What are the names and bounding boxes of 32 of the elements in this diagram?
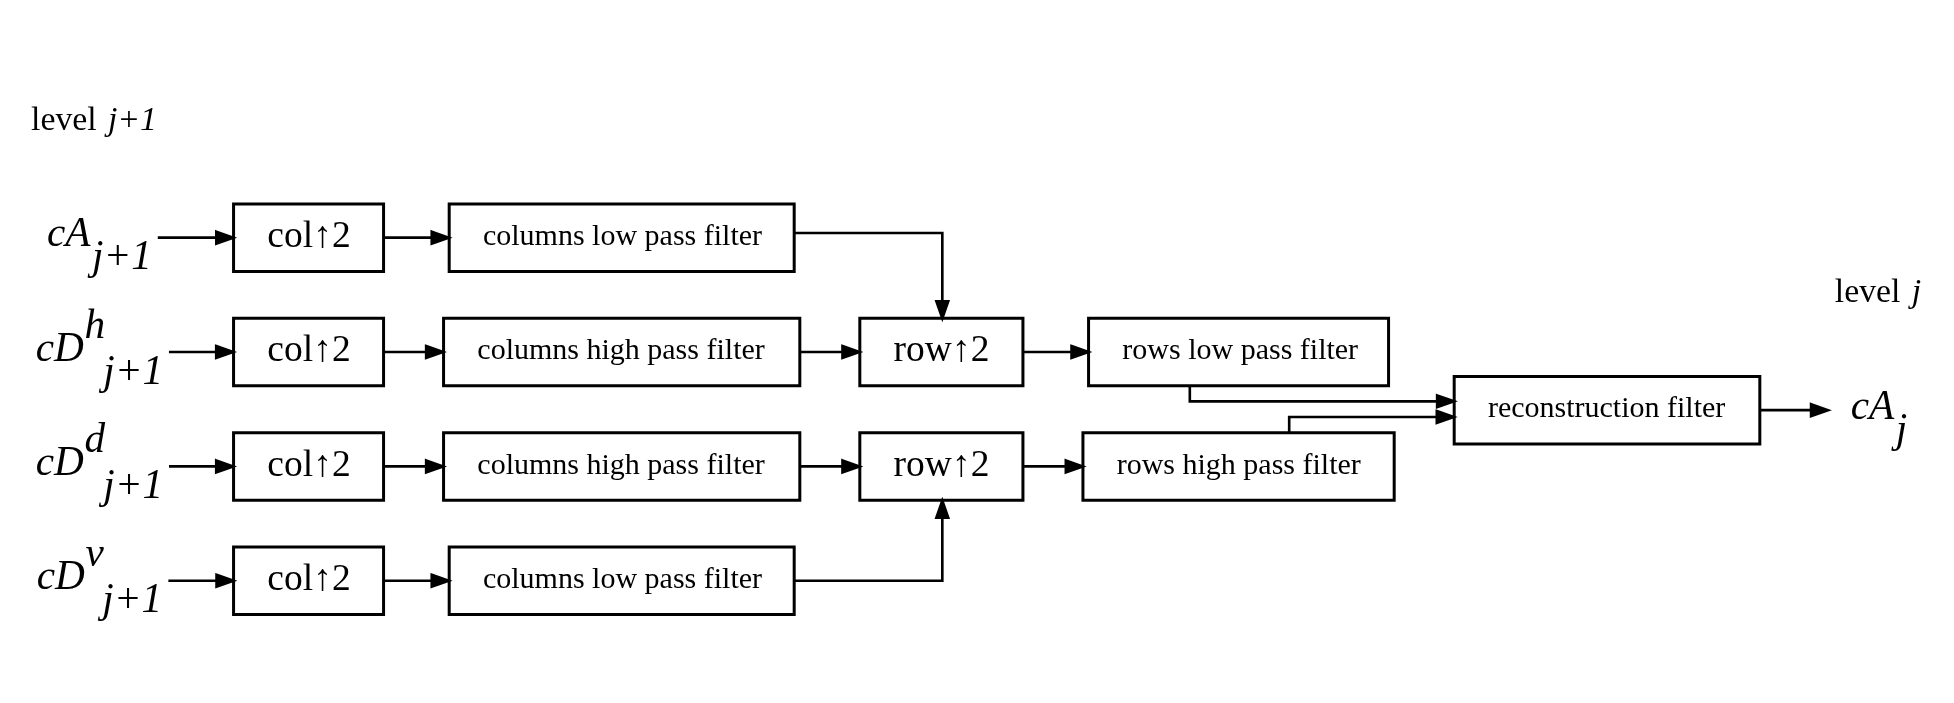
node-box: row↑2 [858,316,1025,387]
node-box: rows high pass filter [1081,430,1396,502]
node-box: col↑2 [232,545,386,616]
arrow [1023,458,1087,474]
node-box: row↑2 [858,430,1025,502]
label: level j+1 [31,99,157,137]
arrow [168,458,238,474]
arrow [800,458,864,474]
label: level j [1834,271,1922,309]
arrow [383,343,447,360]
node-box: reconstruction filter [1452,374,1762,445]
arrow [168,572,238,588]
arrow [1188,385,1458,409]
node-box: col↑2 [232,430,386,502]
arrow [794,231,951,322]
arrow [794,496,951,582]
node-box: columns high pass filter [442,316,802,387]
arrow [383,229,453,245]
arrow [800,343,864,360]
arrow [1287,408,1458,433]
arrow [168,343,238,360]
node-box: col↑2 [232,201,386,273]
arrow [383,572,453,588]
arrow [1760,401,1832,418]
node-box: col↑2 [232,316,386,387]
arrow [1023,343,1093,360]
arrow [383,458,448,474]
node-box: columns high pass filter [442,430,802,502]
node-box: rows low pass filter [1087,316,1391,387]
node-box: columns low pass filter [447,545,796,616]
arrow [157,229,238,245]
node-box: columns low pass filter [447,201,796,273]
